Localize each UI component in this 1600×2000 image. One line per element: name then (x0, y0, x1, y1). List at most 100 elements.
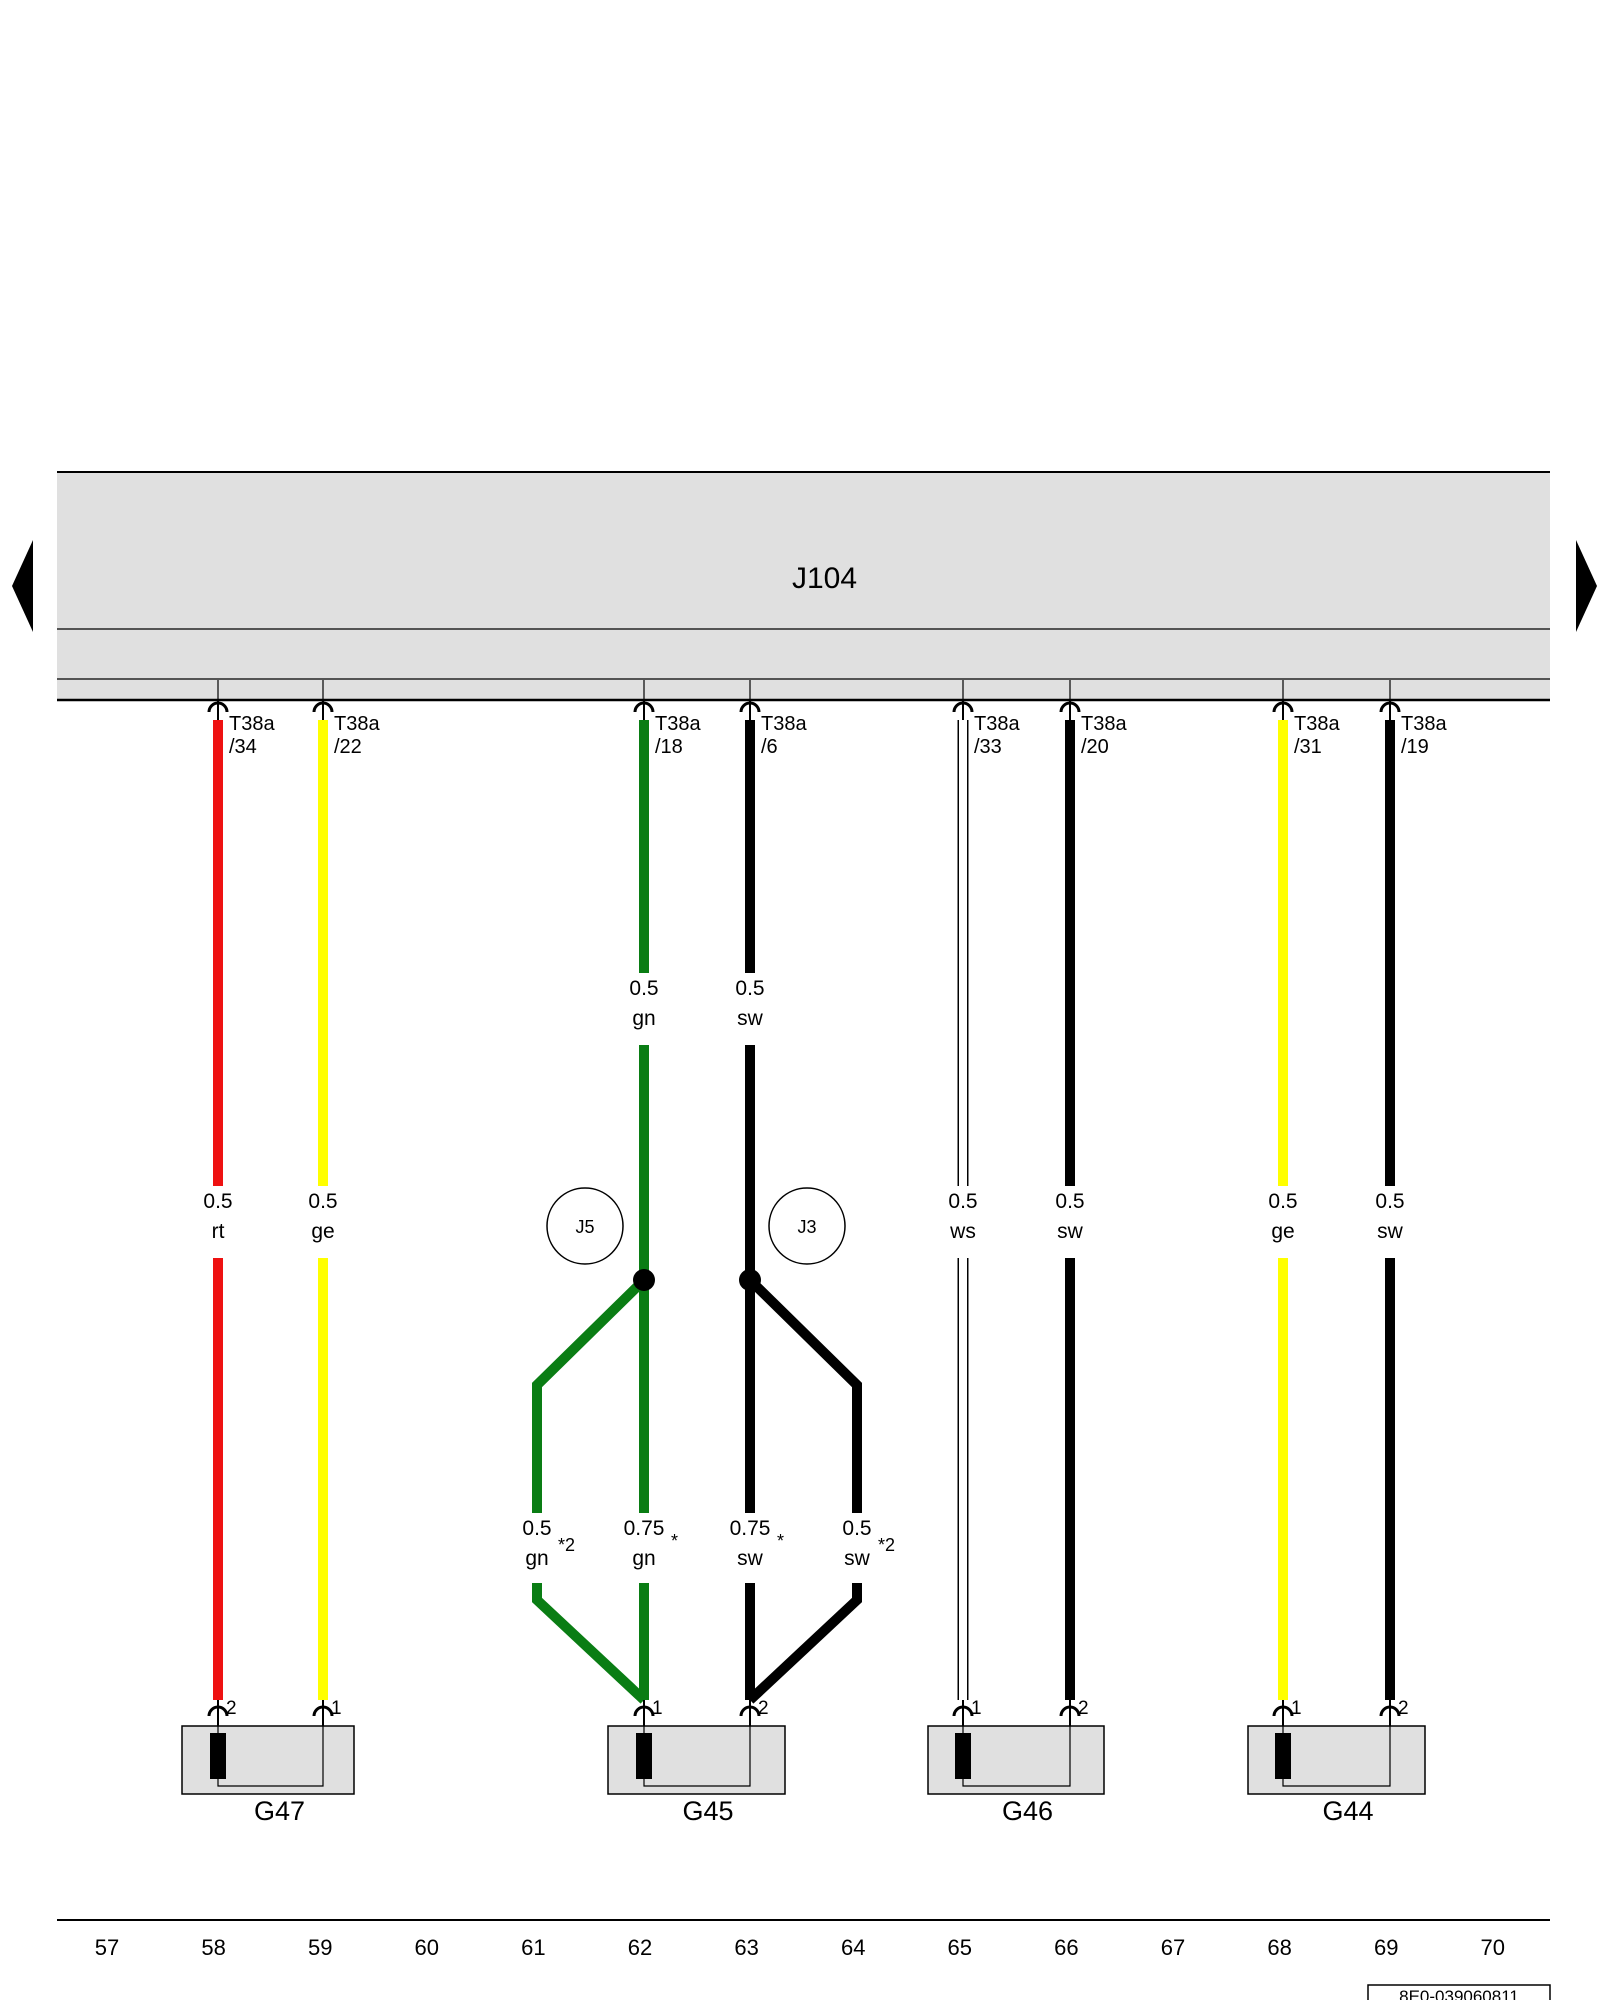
branch-wire-gn-left-lower (532, 1583, 648, 1704)
branch-wire-sw-right (746, 1276, 862, 1513)
track-number: 63 (734, 1935, 758, 1960)
wire-color-code: ge (1271, 1220, 1294, 1243)
sensor-pin-number: 1 (652, 1698, 663, 1719)
track-number: 68 (1267, 1935, 1291, 1960)
branch-labels: 0.5 gn *2 0.75 gn * 0.75 sw * 0.5 sw *2 (522, 1517, 895, 1570)
doc-code-box (1367, 1984, 1551, 2000)
branch-wire-gn-left (532, 1276, 648, 1513)
pin-number: /33 (974, 736, 1002, 758)
branch-label-color-1: gn (632, 1547, 655, 1570)
track-number: 66 (1054, 1935, 1078, 1960)
sensor-pin-number: 1 (331, 1698, 342, 1719)
branch-note-0: *2 (558, 1535, 575, 1555)
pin-label: T38a (1401, 713, 1447, 735)
sensor-pin-number: 2 (226, 1698, 237, 1719)
track-number: 59 (308, 1935, 332, 1960)
pin-label: T38a (655, 713, 701, 735)
branch-label-color-3: sw (844, 1547, 871, 1570)
wire-size: 0.5 (735, 977, 764, 1000)
track-number: 69 (1374, 1935, 1398, 1960)
sensor-element-icon (955, 1733, 971, 1779)
sensor-body (607, 1725, 786, 1795)
wire-layer: T38a/340.5rt2T38a/220.5ge1T38a/180.5gn1T… (203, 680, 1447, 1726)
track-number: 70 (1481, 1935, 1505, 1960)
pin-number: /20 (1081, 736, 1109, 758)
sensor-body (181, 1725, 355, 1795)
pin-label: T38a (1081, 713, 1127, 735)
pin-number: /31 (1294, 736, 1322, 758)
wire-size: 0.5 (203, 1190, 232, 1213)
wire-size: 0.5 (1055, 1190, 1084, 1213)
wire-3: T38a/18 0.5 gn 1 (629, 680, 701, 1726)
wire-size: 0.5 (948, 1190, 977, 1213)
wire-color-code: ge (311, 1220, 334, 1243)
junction-j5-label: J5 (575, 1217, 594, 1237)
pin-number: /18 (655, 736, 683, 758)
sensor-pin-number: 2 (758, 1698, 769, 1719)
sensor-element-icon (636, 1733, 652, 1779)
track-number: 65 (948, 1935, 972, 1960)
sensor-g47: G47 (181, 1725, 355, 1826)
junction-layer: J5 J3 (546, 1187, 846, 1265)
junction-j3-circle (768, 1187, 846, 1265)
branch-label-color-0: gn (525, 1547, 548, 1570)
wire-size: 0.5 (1375, 1190, 1404, 1213)
sensor-pin-number: 1 (971, 1698, 982, 1719)
junction-dot-j3 (739, 1269, 761, 1291)
right-arrow-icon[interactable] (1576, 540, 1597, 632)
sensor-body (927, 1725, 1105, 1795)
wire-color-code: ws (949, 1220, 976, 1243)
track-number: 58 (201, 1935, 225, 1960)
track-number: 64 (841, 1935, 865, 1960)
track-number: 61 (521, 1935, 545, 1960)
pin-number: /6 (761, 736, 778, 758)
wire-color-code: rt (212, 1220, 225, 1243)
left-arrow-icon[interactable] (12, 540, 33, 632)
track-number: 67 (1161, 1935, 1185, 1960)
pin-number: /19 (1401, 736, 1429, 758)
sensor-pin-number: 2 (1398, 1698, 1409, 1719)
wire-color-code: gn (632, 1007, 655, 1030)
branch-label-size-3: 0.5 (842, 1517, 871, 1540)
sensor-pin-number: 1 (1291, 1698, 1302, 1719)
junction-j3-label: J3 (797, 1217, 816, 1237)
wire-6: T38a/20 0.5 sw 2 (1055, 680, 1127, 1726)
sensor-body (1247, 1725, 1426, 1795)
sensor-label: G44 (1323, 1796, 1374, 1826)
junction-dot-j5 (633, 1269, 655, 1291)
junction-j5-circle (546, 1187, 624, 1265)
branch-label-size-0: 0.5 (522, 1517, 551, 1540)
branch-note-1: * (671, 1531, 678, 1551)
wire-color-code: sw (1057, 1220, 1084, 1243)
wire-5: T38a/33 0.5 ws 1 (948, 680, 1020, 1726)
sensor-element-icon (1275, 1733, 1291, 1779)
branch-label-size-2: 0.75 (730, 1517, 771, 1540)
sensor-pin-number: 2 (1078, 1698, 1089, 1719)
control-unit-label: J104 (792, 562, 857, 595)
sensor-element-icon (210, 1733, 226, 1779)
control-unit-j104: J104 (57, 471, 1550, 702)
sensor-g44: G44 (1247, 1725, 1426, 1826)
sensor-g46: G46 (927, 1725, 1105, 1826)
branch-note-3: *2 (878, 1535, 895, 1555)
branch-wire-sw-right-lower (746, 1583, 862, 1704)
wire-color-code: sw (1377, 1220, 1404, 1243)
track-number: 60 (415, 1935, 439, 1960)
wire-color-code: sw (737, 1007, 764, 1030)
track-number: 62 (628, 1935, 652, 1960)
wire-8: T38a/19 0.5 sw 2 (1375, 680, 1447, 1726)
pin-number: /22 (334, 736, 362, 758)
pin-number: /34 (229, 736, 257, 758)
wire-size: 0.5 (1268, 1190, 1297, 1213)
wire-size: 0.5 (629, 977, 658, 1000)
sensor-label: G45 (683, 1796, 734, 1826)
wire-size: 0.5 (308, 1190, 337, 1213)
branch-label-color-2: sw (737, 1547, 764, 1570)
pin-label: T38a (974, 713, 1020, 735)
